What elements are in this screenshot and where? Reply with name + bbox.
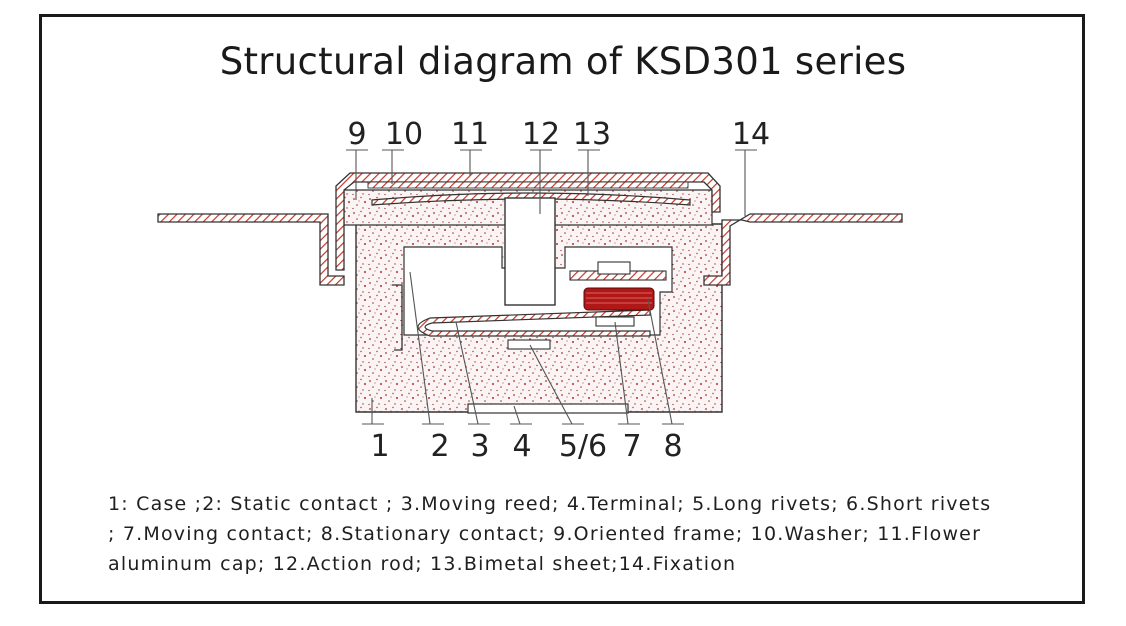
label-12: 12 xyxy=(522,117,560,152)
rivet xyxy=(597,261,631,275)
label-3: 3 xyxy=(470,429,489,464)
action-rod xyxy=(504,197,556,306)
label-5-6: 5/6 xyxy=(559,429,607,464)
label-8: 8 xyxy=(663,429,682,464)
label-10: 10 xyxy=(385,117,423,152)
fixation-bracket-left xyxy=(157,213,345,286)
label-9: 9 xyxy=(347,117,366,152)
parts-legend: 1: Case ;2: Static contact ; 3.Moving re… xyxy=(108,489,1068,579)
legend-line: ; 7.Moving contact; 8.Stationary contact… xyxy=(108,523,982,545)
bottom-leaders xyxy=(362,271,684,425)
label-2: 2 xyxy=(430,429,449,464)
diagram-title: Structural diagram of KSD301 series xyxy=(219,40,907,83)
static-contact xyxy=(392,284,403,351)
stationary-contact xyxy=(583,287,655,311)
legend-line: 1: Case ;2: Static contact ; 3.Moving re… xyxy=(108,493,992,515)
label-4: 4 xyxy=(512,429,531,464)
label-7: 7 xyxy=(622,429,641,464)
fixation-bracket-right xyxy=(703,213,903,286)
top-leaders xyxy=(346,149,757,216)
label-11: 11 xyxy=(451,117,489,152)
moving-reed xyxy=(417,309,651,337)
label-1: 1 xyxy=(370,429,389,464)
washer xyxy=(367,181,689,189)
label-14: 14 xyxy=(732,117,770,152)
short-rivet xyxy=(507,339,551,350)
label-13: 13 xyxy=(573,117,611,152)
aluminum-cap xyxy=(335,172,721,271)
legend-line: aluminum cap; 12.Action rod; 13.Bimetal … xyxy=(108,553,737,575)
